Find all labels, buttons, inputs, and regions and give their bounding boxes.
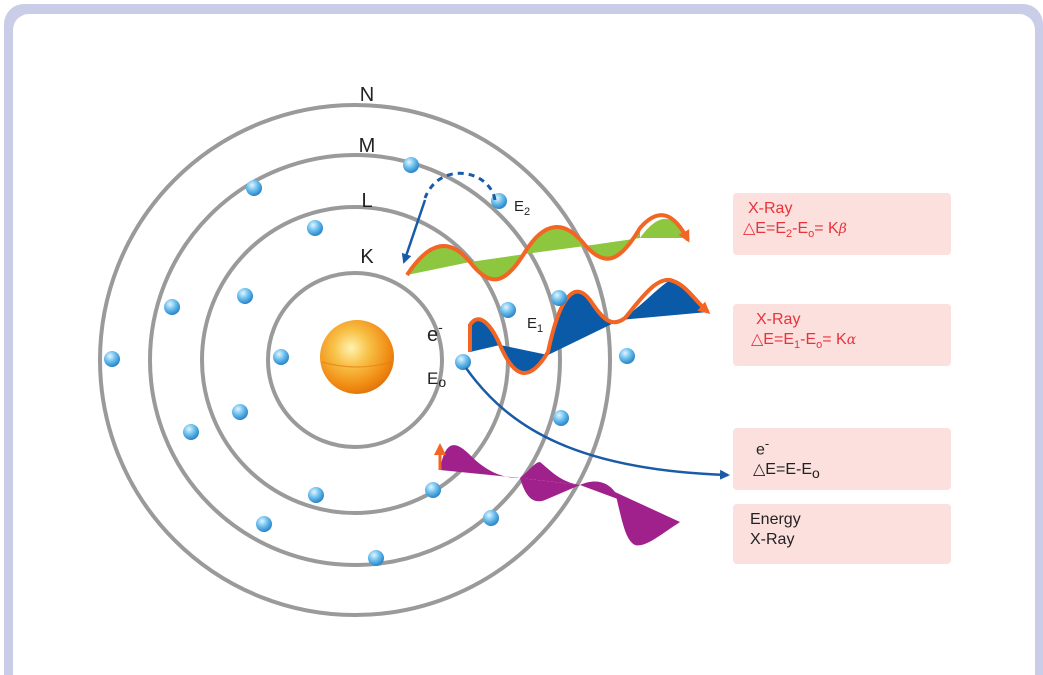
energy-label-e1: E1 bbox=[527, 315, 543, 335]
ejected-electron-arrow bbox=[464, 367, 730, 480]
electron-m-1 bbox=[403, 157, 419, 173]
kalpha-xray-label: X-Ray △E=E1-Eo= Kα bbox=[733, 304, 951, 366]
electron-n-2 bbox=[619, 348, 635, 364]
energy-label-e2: E2 bbox=[514, 198, 530, 218]
electron-l-5 bbox=[425, 482, 441, 498]
electron-l-4 bbox=[308, 487, 324, 503]
electron-formula: △E=E-Eo bbox=[753, 461, 820, 482]
nucleus bbox=[320, 320, 394, 394]
shell-label-m: M bbox=[359, 135, 376, 157]
kalpha-formula: △E=E1-Eo= Kα bbox=[751, 331, 857, 352]
shell-m-orbit bbox=[148, 153, 562, 567]
kalpha-title: X-Ray bbox=[756, 311, 801, 328]
electron-m-2 bbox=[246, 180, 262, 196]
electron-l-2 bbox=[237, 288, 253, 304]
electron-m-8 bbox=[553, 410, 569, 426]
electron-l-3 bbox=[232, 404, 248, 420]
atom-diagram: N M L K E2 E1 Eo e- bbox=[98, 84, 730, 617]
electron-l-1 bbox=[307, 220, 323, 236]
energy-xray-label: Energy X-Ray bbox=[733, 504, 951, 564]
shell-n-orbit bbox=[98, 103, 612, 617]
kbeta-xray-label: X-Ray △E=E2-Eo= Kβ bbox=[733, 193, 951, 255]
kbeta-title: X-Ray bbox=[748, 200, 793, 217]
shell-label-k: K bbox=[360, 246, 374, 268]
electron-k-2 bbox=[455, 354, 471, 370]
energy-xray-wave bbox=[434, 443, 680, 546]
electron-m-5 bbox=[256, 516, 272, 532]
diagram-panel: N M L K E2 E1 Eo e- X-Ray △E=E2-Eo= Kβ X… bbox=[13, 14, 1035, 675]
electron-m-3 bbox=[164, 299, 180, 315]
shell-k-orbit bbox=[266, 271, 444, 449]
electron-ejection-label: e- △E=E-Eo bbox=[733, 428, 951, 490]
electron-title: e- bbox=[756, 436, 770, 459]
electron-l-6 bbox=[500, 302, 516, 318]
electron-n-1 bbox=[104, 351, 120, 367]
energy-title: Energy bbox=[750, 511, 801, 528]
electrons bbox=[104, 157, 635, 566]
kbeta-formula: △E=E2-Eo= Kβ bbox=[743, 220, 847, 241]
electron-m-6 bbox=[368, 550, 384, 566]
shell-label-l: L bbox=[361, 190, 372, 212]
transition-arrow-l-to-k bbox=[401, 199, 427, 264]
electron-k-1 bbox=[273, 349, 289, 365]
electron-m-9 bbox=[551, 290, 567, 306]
kalpha-xray-wave bbox=[468, 277, 711, 375]
electron-m-4 bbox=[183, 424, 199, 440]
kbeta-xray-wave bbox=[405, 213, 690, 282]
transition-arrow-m-to-k bbox=[423, 171, 497, 201]
energy-label-e0: Eo bbox=[427, 369, 446, 390]
shell-label-n: N bbox=[360, 84, 374, 106]
energy-line2: X-Ray bbox=[750, 531, 795, 548]
diagram-frame: N M L K E2 E1 Eo e- X-Ray △E=E2-Eo= Kβ X… bbox=[4, 4, 1043, 675]
electron-label: e- bbox=[427, 319, 443, 346]
electron-m-7 bbox=[483, 510, 499, 526]
